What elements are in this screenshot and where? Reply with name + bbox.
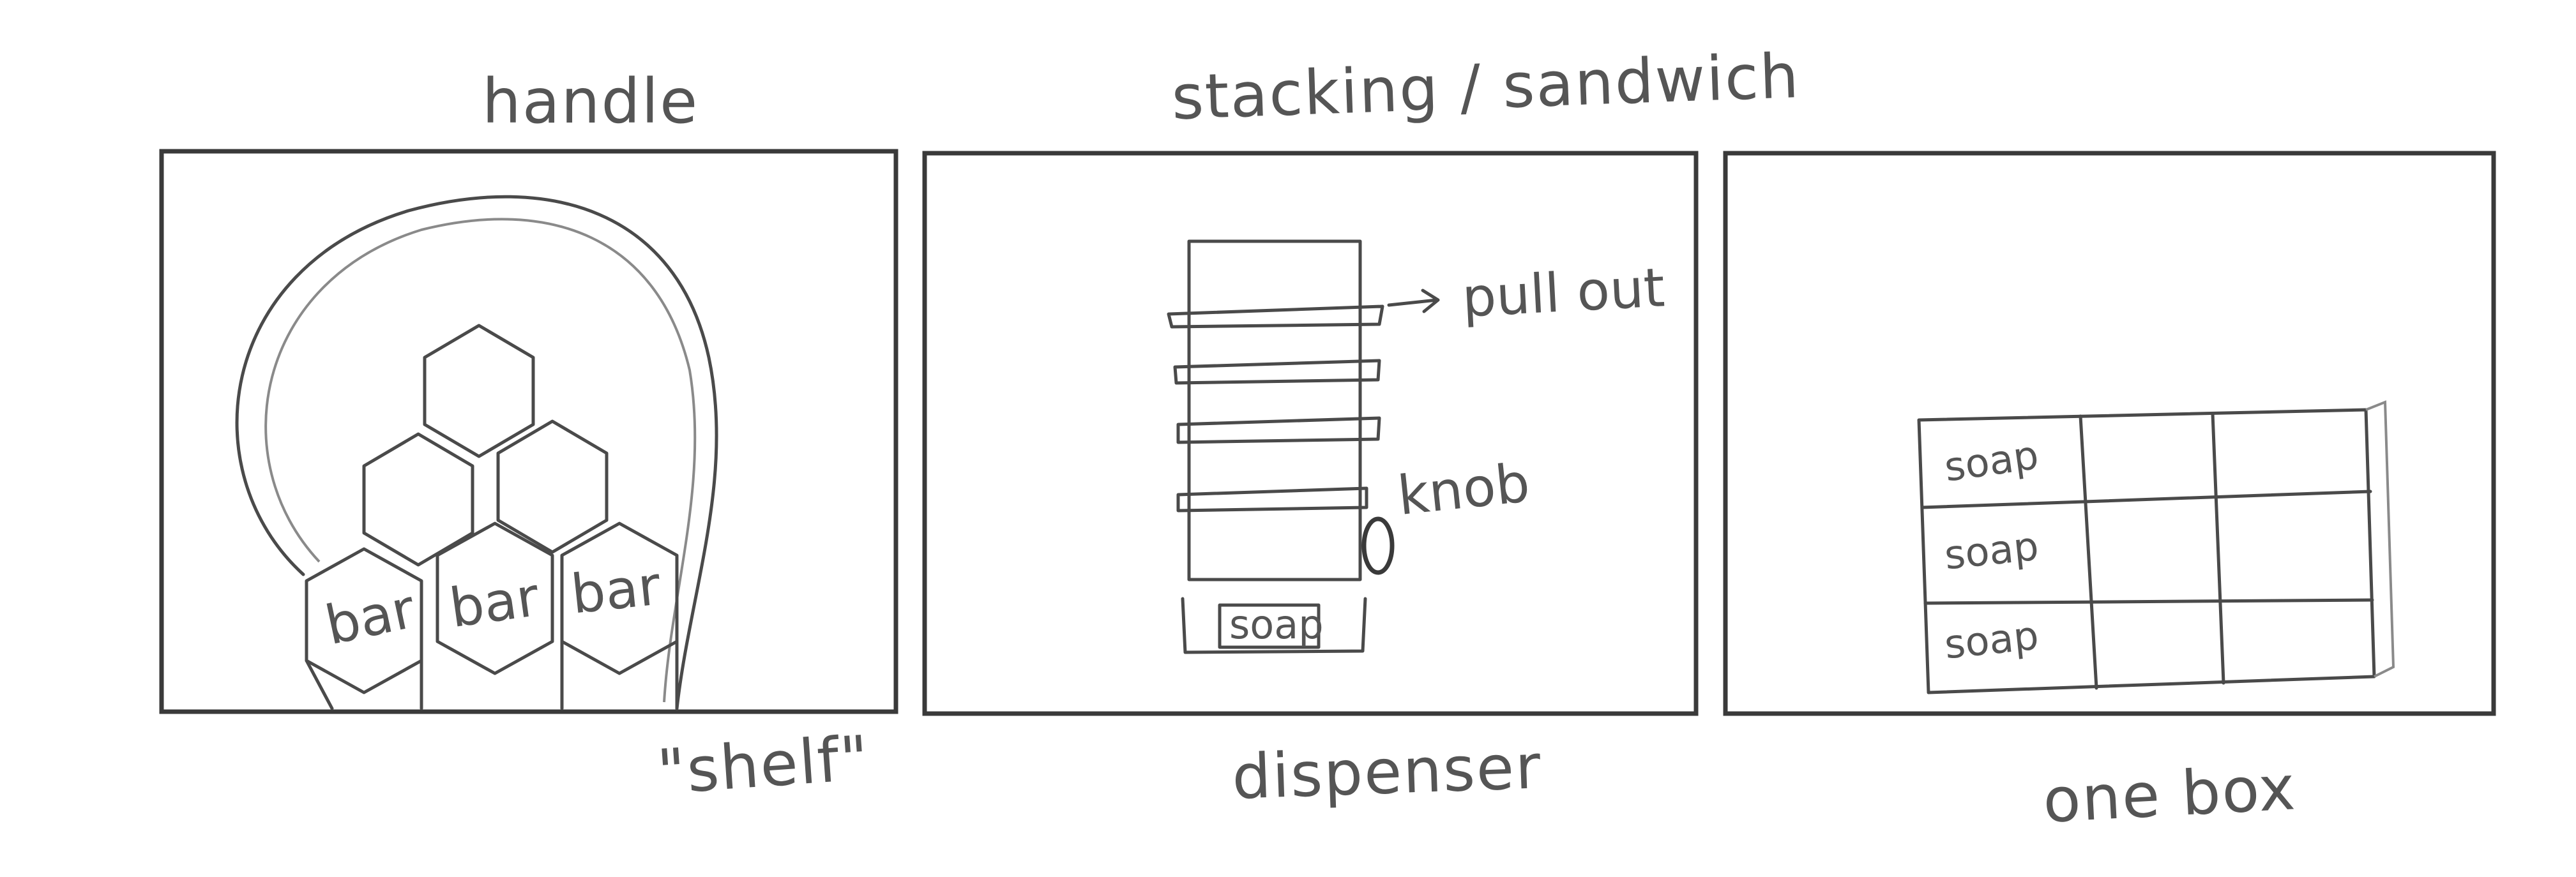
box-column-divider-1 [2079, 414, 2098, 690]
dispenser-soap-bar [1218, 603, 1321, 649]
drawer-1 [1167, 304, 1384, 329]
pull-out-arrow [1387, 289, 1440, 313]
onebox-sketch: soap soap soap [1917, 400, 2395, 694]
bar-label-1: bar [320, 577, 420, 657]
box-column-divider-2 [2211, 412, 2225, 685]
panel-dispenser-frame [922, 151, 1699, 716]
hex-bar-1 [305, 547, 423, 694]
box-soap-label-1: soap [1941, 431, 2041, 491]
label-shelf: "shelf" [655, 722, 872, 808]
hex-middle-right [496, 419, 609, 554]
box-soap-label-3: soap [1942, 612, 2040, 668]
hex-top [423, 324, 535, 458]
knob-circle [1361, 516, 1395, 575]
drawer-4 [1176, 486, 1368, 513]
handle-outer-arc [235, 195, 718, 710]
panel-handle-frame [159, 149, 898, 714]
box-row-divider-1 [1920, 490, 2372, 509]
hex-bar-3 [560, 521, 679, 675]
label-dispenser: dispenser [1231, 731, 1543, 813]
hex-bar-2 [436, 521, 554, 675]
handle-inner-arc [264, 218, 697, 703]
bar-label-2: bar [446, 566, 543, 640]
hex-bar-3-lower-edge [305, 640, 679, 710]
label-pull-out: pull out [1460, 256, 1666, 329]
bar-label-3: bar [568, 554, 663, 626]
label-stacking-sandwich: stacking / sandwich [1171, 40, 1801, 133]
label-handle: handle [482, 66, 699, 137]
box-row-divider-2 [1923, 598, 2374, 605]
hex-middle-left [362, 432, 474, 567]
dispenser-sketch: pull out knob soap [1167, 239, 1666, 654]
dispenser-body [1187, 239, 1362, 581]
label-one-box: one box [2042, 752, 2298, 837]
drawer-2 [1173, 359, 1381, 385]
dispenser-tray [1181, 597, 1367, 654]
handle-sketch: bar bar bar [235, 195, 718, 710]
dispenser-soap-label: soap [1229, 601, 1324, 648]
box-soap-label-2: soap [1942, 523, 2040, 579]
label-knob: knob [1395, 451, 1533, 527]
drawer-3 [1176, 416, 1381, 444]
box-lid-edge [2365, 400, 2395, 678]
panel-onebox-frame [1723, 151, 2496, 716]
